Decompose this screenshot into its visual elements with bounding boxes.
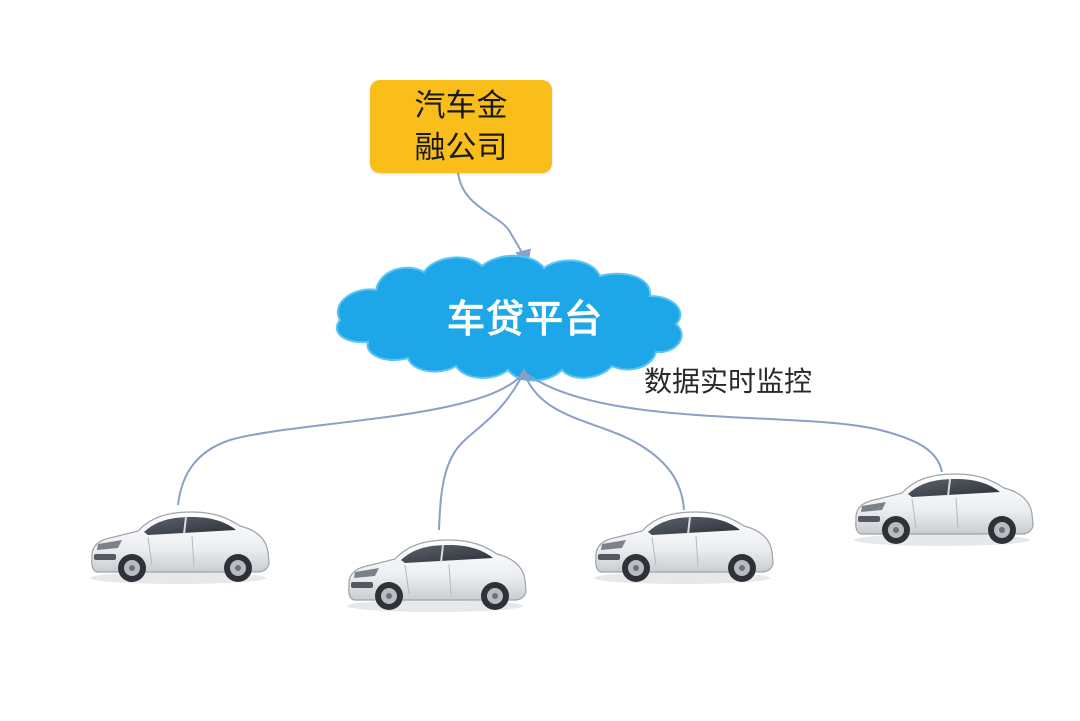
company-node: 汽车金融公司 <box>370 80 552 173</box>
company-label: 汽车金融公司 <box>414 87 508 166</box>
edge-platform-to-car-2 <box>438 371 525 531</box>
edge-company-to-platform <box>457 171 531 268</box>
edge-arrowhead-up <box>517 368 531 380</box>
car-icon <box>89 511 270 585</box>
edge-monitor-label: 数据实时监控 <box>644 365 813 398</box>
edge-platform-to-car-3 <box>523 371 685 511</box>
car-icon <box>593 511 774 585</box>
car-icon <box>346 539 527 613</box>
platform-cloud <box>335 254 683 382</box>
edge-platform-to-car-1 <box>177 371 525 506</box>
edge-platform-to-car-4 <box>523 371 943 473</box>
car-icon <box>853 473 1034 547</box>
platform-label: 车贷平台 <box>446 296 603 341</box>
